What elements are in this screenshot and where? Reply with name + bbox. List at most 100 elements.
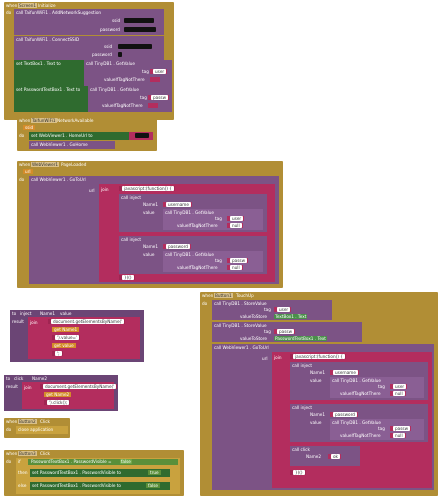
compare-block[interactable]: PasswordTextBox1 . PasswordVisible = fal… xyxy=(28,459,178,465)
inject-label-4: call inject xyxy=(292,405,313,410)
false-literal[interactable]: false xyxy=(119,459,132,464)
getvalue-user[interactable]: call TinyDB1 . GetValue tag user valueIf… xyxy=(163,209,263,230)
procedure-name-2[interactable]: click xyxy=(14,376,24,381)
user-string-block[interactable]: user xyxy=(227,216,245,221)
inject-call-1[interactable]: call inject Name1 username value call Ti… xyxy=(119,194,267,232)
component-dropdown[interactable]: Screen1 xyxy=(18,3,38,8)
url-param[interactable]: url xyxy=(23,169,33,174)
set-visible-false-block[interactable]: set PasswordTextBox1 . PasswordVisible t… xyxy=(30,482,170,490)
set-visible-true-block[interactable]: set PasswordTextBox1 . PasswordVisible t… xyxy=(30,469,170,477)
join-block[interactable]: join javascript:(function() { call injec… xyxy=(99,184,275,282)
do-label: do xyxy=(6,10,12,15)
button2-click-event-block[interactable]: when Button2 Click do close application xyxy=(4,418,70,438)
null-string-block-2[interactable]: null xyxy=(227,265,243,270)
param-name2[interactable]: Name2 xyxy=(32,376,48,381)
button1-touchup-event-block[interactable]: when Button1 TouchUp do call TinyDB1 . S… xyxy=(200,292,438,496)
s3-block[interactable]: '; xyxy=(52,351,63,356)
passw-string-block[interactable]: passw xyxy=(274,329,296,334)
param-value[interactable]: value xyxy=(60,311,72,316)
null-string-3: null xyxy=(393,391,405,396)
false-literal-2[interactable]: false xyxy=(146,483,160,488)
screen1-initialize-event-block[interactable]: when Screen1 Initialize do call TaifunWi… xyxy=(4,2,174,120)
get-name1-block[interactable]: get Name1 xyxy=(52,327,80,332)
getvalue-passw[interactable]: call TinyDB1 . GetValue tag passw valueI… xyxy=(163,251,263,272)
s1-string-2: document.getElementsByName(' xyxy=(43,384,117,389)
textbox1-text-getter[interactable]: TextBox1 . Text xyxy=(274,314,308,319)
result-label-2: result xyxy=(6,384,18,389)
component-dropdown[interactable]: WebViewer1 xyxy=(31,162,60,167)
tinydb-getvalue-passw-block[interactable]: call TinyDB1 . GetValue tag passw valueI… xyxy=(88,86,172,112)
s2-block[interactable]: ').value=' xyxy=(52,335,81,340)
get-name2-block[interactable]: get Name2 xyxy=(44,392,72,397)
connect-ssid-block[interactable]: call TaifunWiFi1 . ConnectSSID ssid pass… xyxy=(14,36,164,60)
join-block-3[interactable]: join javascript:(function() { call injec… xyxy=(272,352,432,488)
username-string-block[interactable]: username xyxy=(163,202,192,207)
click-call[interactable]: call click Name2 ok xyxy=(290,446,360,466)
do-label: do xyxy=(6,459,12,464)
close-application-block[interactable]: close application xyxy=(16,426,68,434)
join-block[interactable]: join document.getElementsByName(' get Na… xyxy=(28,317,140,359)
ok-string-block[interactable]: ok xyxy=(328,454,341,459)
s1-block-2[interactable]: document.getElementsByName(' xyxy=(40,384,118,389)
network-available-event-block[interactable]: when TaifunWiFi1 NetworkAvailable ssid d… xyxy=(17,117,157,151)
tinydb-getvalue-user-block[interactable]: call TinyDB1 . GetValue tag user valueIf… xyxy=(84,60,172,86)
storevalue-user-block[interactable]: call TinyDB1 . StoreValue tag user value… xyxy=(212,300,332,320)
set-visible-label: set PasswordTextBox1 . PasswordVisible t… xyxy=(32,470,121,475)
inject-label-3: call inject xyxy=(292,363,313,368)
passw-string-block[interactable]: passw xyxy=(148,95,170,100)
gotourl-block-2[interactable]: call WebViewer1 . GoToUrl url join javas… xyxy=(212,344,434,490)
password-textbox-text-getter[interactable]: PasswordTextBox1 . Text xyxy=(274,336,327,341)
to-label: to xyxy=(12,311,17,316)
getvalue-passw-2[interactable]: call TinyDB1 . GetValue tag passw valueI… xyxy=(330,419,424,440)
component-dropdown[interactable]: Button2 xyxy=(18,419,37,424)
s1-block[interactable]: document.getElementsByName(' xyxy=(48,319,126,324)
gotourl-block[interactable]: call WebViewer1 . GoToUrl url join javas… xyxy=(29,176,279,284)
set-homeurl-block[interactable]: set WebViewer1 . HomeUrl to xyxy=(29,132,129,140)
empty-string-block[interactable] xyxy=(150,77,160,82)
storevalue-passw-block[interactable]: call TinyDB1 . StoreValue tag passw valu… xyxy=(212,322,362,342)
component-dropdown[interactable]: TaifunWiFi1 xyxy=(31,118,57,123)
end-string-block-2[interactable]: })() xyxy=(290,470,306,475)
password-string-block-2[interactable]: password xyxy=(330,412,358,417)
password-string-block[interactable]: password xyxy=(163,244,191,249)
user-string-block[interactable]: user xyxy=(274,307,292,312)
password-visible-getter[interactable]: PasswordTextBox1 . PasswordVisible = xyxy=(30,459,113,464)
ssid-param[interactable]: ssid xyxy=(23,125,36,130)
button3-click-event-block[interactable]: when Button3 Click do if PasswordTextBox… xyxy=(4,450,184,496)
do-label: do xyxy=(202,301,208,306)
if-block[interactable]: if PasswordTextBox1 . PasswordVisible = … xyxy=(16,458,180,494)
empty-string-block-2[interactable] xyxy=(148,103,158,108)
inject-call-4[interactable]: call inject Name1 password value call Ti… xyxy=(290,404,428,442)
js-string-block-2[interactable]: javascript:(function() { xyxy=(290,354,346,359)
getvalue-user-2[interactable]: call TinyDB1 . GetValue tag user valueIf… xyxy=(330,377,424,398)
null-string-block-4[interactable]: null xyxy=(390,433,406,438)
end-string-block[interactable]: })() xyxy=(119,275,135,280)
get-value-block[interactable]: get value xyxy=(52,343,76,348)
gohome-block[interactable]: call WebViewer1 . GoHome xyxy=(29,141,115,149)
page-loaded-event-block[interactable]: when WebViewer1 PageLoaded url do call W… xyxy=(17,161,283,288)
s2-string-2: ').click(); xyxy=(47,400,70,405)
null-string-block[interactable]: null xyxy=(227,223,243,228)
true-literal[interactable]: true xyxy=(148,470,161,475)
param-name1[interactable]: Name1 xyxy=(40,311,56,316)
inject-call-2[interactable]: call inject Name1 password value call Ti… xyxy=(119,236,267,274)
tag-label-2: tag xyxy=(215,258,222,263)
user-string-block[interactable]: user xyxy=(150,69,168,74)
js-string-block[interactable]: javascript:(function() { xyxy=(119,186,175,191)
null-string-block-3[interactable]: null xyxy=(390,391,406,396)
click-procedure-block[interactable]: to click Name2 result join document.getE… xyxy=(4,375,118,411)
inject-procedure-block[interactable]: to inject Name1 value result join docume… xyxy=(10,310,144,362)
user-string-block-2[interactable]: user xyxy=(390,384,408,389)
inject-call-3[interactable]: call inject Name1 username value call Ti… xyxy=(290,362,428,400)
procedure-name[interactable]: inject xyxy=(20,311,32,316)
passw-string-block[interactable]: passw xyxy=(227,258,249,263)
component-dropdown[interactable]: Button1 xyxy=(214,293,233,298)
s2-block-2[interactable]: ').click(); xyxy=(44,400,71,405)
join-block-2[interactable]: join document.getElementsByName(' get Na… xyxy=(22,382,118,409)
when-label: when xyxy=(6,451,18,456)
component-dropdown[interactable]: Button3 xyxy=(18,451,37,456)
passw-string-block-2[interactable]: passw xyxy=(390,426,412,431)
vitnt-label-3: valueIfTagNotThere xyxy=(340,391,381,396)
add-network-suggestion-block[interactable]: call TaifunWiFi1 . AddNetworkSuggestion … xyxy=(14,9,164,35)
username-string-block-2[interactable]: username xyxy=(330,370,359,375)
